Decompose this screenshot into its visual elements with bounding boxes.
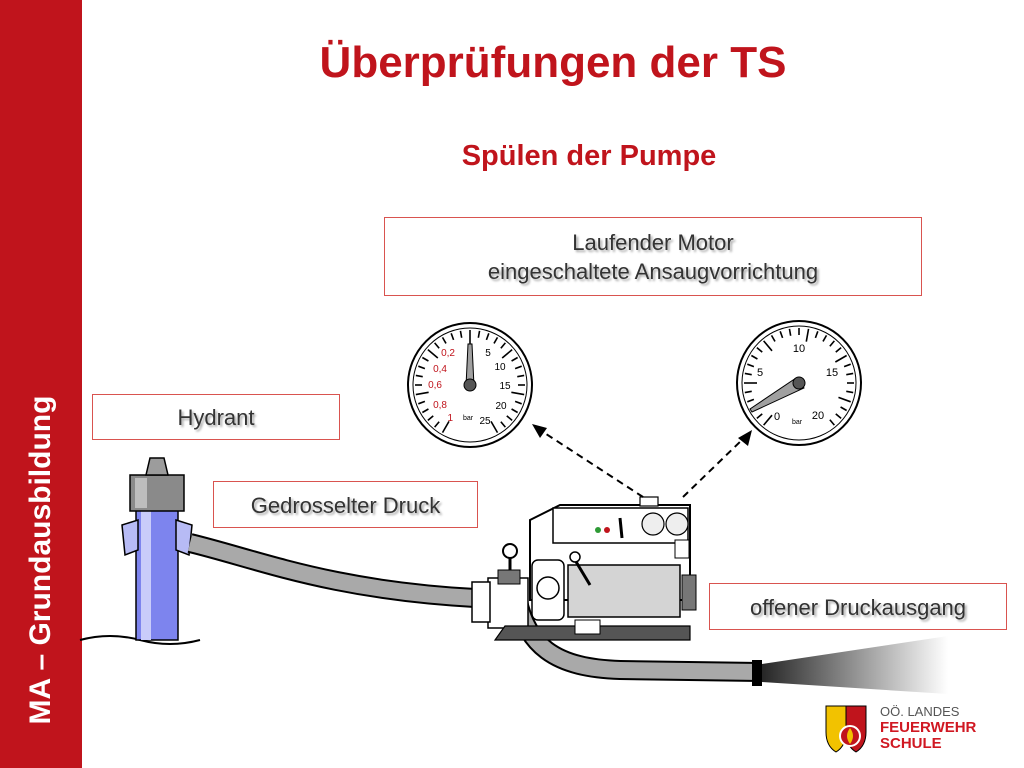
gauge-tick [750, 354, 758, 360]
gauge-tick [506, 415, 513, 421]
gauge-right-tick-1: 5 [757, 367, 763, 379]
open-outlet-label: offener Druckausgang [709, 583, 1007, 630]
gauge-tick [846, 372, 854, 376]
gauge-tick [415, 374, 423, 378]
logo-line2: FEUERWEHR [880, 719, 977, 736]
gauge-tick [756, 347, 763, 353]
gauge-tick [459, 330, 463, 338]
hydrant-illustration [79, 457, 201, 645]
gauge-tick [421, 356, 429, 362]
gauge-tick [756, 413, 763, 419]
gauge-tick [838, 396, 851, 403]
gauge-tick [835, 347, 842, 353]
gauge-tick [418, 400, 426, 405]
nozzle [752, 660, 762, 686]
portable-pump-illustration [471, 496, 697, 641]
gauge-tick [788, 328, 792, 336]
gauge-left-pos-2: 10 [494, 362, 506, 373]
gauge-tick [418, 365, 426, 370]
gauge-left-neg-2: 0,6 [428, 380, 442, 391]
gauge-tick [441, 336, 447, 344]
gauge-left-unit: bar [463, 415, 474, 422]
gauge-tick [770, 334, 776, 342]
gauge-right-unit: bar [792, 419, 803, 426]
gauge-left-neg-3: 0,8 [433, 400, 447, 411]
gauge-tick [822, 334, 828, 342]
gauge-tick [427, 415, 434, 421]
page-title: Überprüfungen der TS [319, 38, 787, 87]
logo-text: OÖ. LANDES FEUERWEHR SCHULE [880, 704, 976, 752]
gauge-right-tick-4: 20 [812, 410, 824, 422]
logo-line1: OÖ. LANDES [880, 704, 960, 719]
gauge-left-pos-4: 20 [495, 401, 507, 412]
pressure-gauge: 0 5 10 15 20 bar [736, 320, 862, 446]
gauge-tick [450, 333, 455, 341]
gauge-left-pos-5: 25 [479, 416, 491, 427]
sidebar: MA – Grundausbildung [0, 0, 82, 768]
motor-status-line1: Laufender Motor [572, 230, 734, 255]
gauge-pointer-arrows [539, 429, 746, 498]
hydrant-label: Hydrant [92, 394, 340, 440]
gauge-tick [477, 330, 481, 338]
gauge-tick [744, 372, 752, 376]
gauge-tick [843, 363, 851, 368]
gauge-left-pos-1: 5 [485, 348, 491, 359]
gauge-tick [511, 408, 519, 414]
gauge-right-tick-2: 10 [793, 343, 805, 355]
gauge-tick [511, 356, 519, 362]
water-jet [762, 636, 948, 694]
gauge-tick [763, 414, 773, 426]
gauge-tick [779, 331, 784, 339]
gauge-tick [514, 365, 522, 370]
gauge-left-pos-3: 15 [499, 381, 511, 392]
gauge-tick [490, 420, 499, 434]
gauge-tick [829, 340, 835, 347]
logo-line3: SCHULE [880, 735, 942, 752]
gauge-tick [840, 406, 848, 412]
gauge-tick [829, 419, 835, 426]
gauge-tick [415, 391, 429, 396]
gauge-right-tick-0: 0 [774, 411, 780, 423]
page-subtitle: Spülen der Pumpe [461, 140, 717, 172]
gauge-tick [427, 349, 439, 359]
coat-of-arms-icon [825, 705, 867, 753]
gauge-tick [846, 390, 854, 394]
gauge-tick [834, 354, 848, 363]
motor-status-line2: eingeschaltete Ansaugvorrichtung [487, 259, 819, 284]
gauge-tick [485, 333, 490, 341]
gauge-left-neg-4: 1 [447, 413, 453, 424]
gauge-tick [441, 420, 450, 434]
gauge-tick [835, 413, 842, 419]
gauge-tick [434, 342, 440, 349]
gauge-tick [511, 391, 525, 396]
gauge-tick [493, 336, 499, 344]
gauge-tick [500, 342, 506, 349]
gauge-tick [747, 363, 755, 368]
gauge-left-neg-1: 0,4 [433, 364, 447, 375]
gauge-tick [514, 400, 522, 405]
fire-school-logo: OÖ. LANDES FEUERWEHR SCHULE [822, 700, 992, 760]
gauge-right-tick-3: 15 [826, 367, 838, 379]
gauge-tick [434, 421, 440, 428]
gauge-tick [501, 349, 513, 359]
gauge-tick [763, 340, 773, 352]
gauge-tick [744, 390, 752, 394]
gauge-tick [747, 398, 755, 403]
gauge-tick [500, 421, 506, 428]
gauge-tick [517, 374, 525, 378]
gauge-tick [805, 328, 810, 342]
gauge-tick [421, 408, 429, 414]
throttled-pressure-label: Gedrosselter Druck [213, 481, 478, 528]
motor-status-label: Laufender Motor eingeschaltete Ansaugvor… [384, 217, 922, 296]
compound-gauge: 0,2 0,4 0,6 0,8 1 0 5 10 15 20 25 bar [407, 322, 533, 448]
gauge-tick [814, 331, 819, 339]
gauge-left-neg-0: 0,2 [441, 348, 455, 359]
